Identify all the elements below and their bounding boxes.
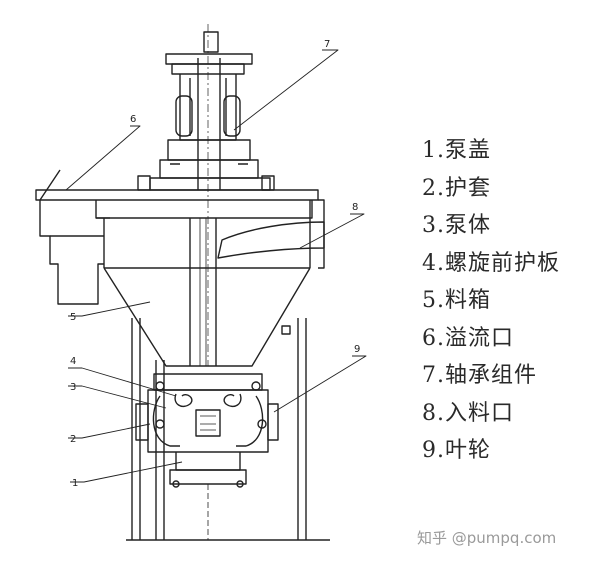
callout-1: 1 (72, 478, 78, 489)
tank-cover (35, 189, 319, 268)
legend-item: 5.料箱 (422, 288, 491, 313)
legend-item: 3.泵体 (422, 213, 491, 238)
leader-lines (65, 49, 367, 483)
callout-3: 3 (70, 382, 76, 393)
callout-2: 2 (70, 434, 76, 445)
legend-item: 2.护套 (422, 175, 491, 201)
callout-6: 6 (130, 114, 136, 125)
callout-5: 5 (70, 312, 76, 323)
callout-numbers: 1 2 3 4 5 6 7 8 9 (70, 39, 360, 489)
callout-4: 4 (70, 356, 76, 367)
support-frame (126, 318, 330, 541)
pump-casing (135, 373, 279, 453)
legend-item: 6.溢流口 (422, 325, 514, 351)
legend-item: 8.入料口 (422, 400, 514, 426)
overflow-outlet (39, 169, 104, 305)
legend-item: 9.叶轮 (422, 438, 491, 463)
legend-item: 7.轴承组件 (422, 363, 537, 388)
legend-item: 1.泵盖 (422, 138, 491, 163)
legend-item: 4.螺旋前护板 (422, 250, 560, 276)
callout-7: 7 (324, 39, 330, 50)
feed-tank (103, 200, 311, 367)
feed-inlet (217, 199, 325, 269)
parts-legend: 1.泵盖 2.护套 3.泵体 4.螺旋前护板 5.料箱 6.溢流口 7.轴承组件… (422, 132, 560, 470)
watermark: 知乎 @pumpq.com (417, 529, 557, 547)
callout-8: 8 (352, 202, 358, 213)
callout-9: 9 (354, 344, 360, 355)
bearing-assembly (137, 31, 275, 191)
pump-bottom-inlet (169, 452, 247, 540)
